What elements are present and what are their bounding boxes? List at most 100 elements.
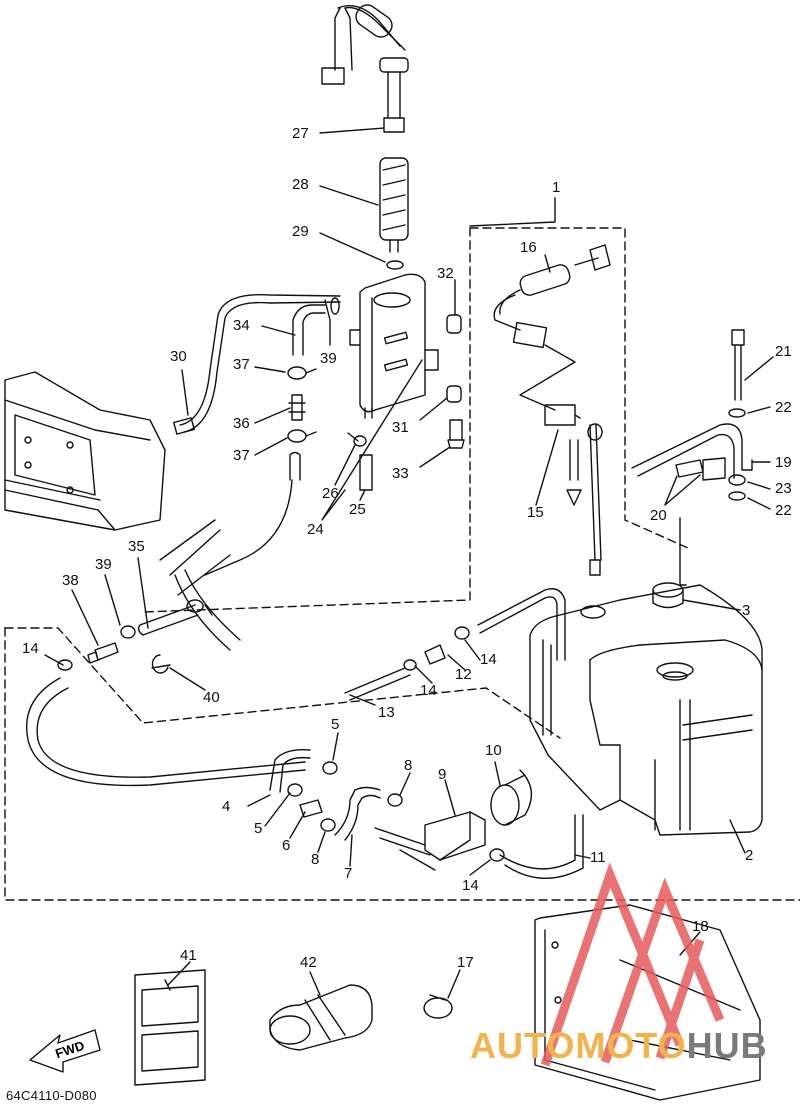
- callout-27: 27: [292, 125, 309, 142]
- washer-22-lower: [728, 491, 746, 501]
- fuel-filter-28: [379, 157, 409, 253]
- fwd-arrow-icon: [29, 1029, 101, 1073]
- callout-21: 21: [775, 343, 792, 360]
- callout-23: 23: [775, 480, 792, 497]
- hose-30: [179, 293, 341, 426]
- joint-36: [288, 394, 306, 421]
- fuel-pump-9: [374, 811, 486, 871]
- callout-30: 30: [170, 348, 187, 365]
- callout-29: 29: [292, 223, 309, 240]
- callout-12: 12: [455, 666, 472, 683]
- callout-42: 42: [300, 954, 317, 971]
- callout-16: 16: [520, 239, 537, 256]
- callout-25: 25: [349, 501, 366, 518]
- callout-20: 20: [650, 507, 667, 524]
- watermark-text-part1: AUTOMOTO: [470, 1025, 687, 1066]
- hose-11: [499, 814, 584, 879]
- drawing-code: 64C4110-D080: [6, 1088, 97, 1103]
- callout-15: 15: [527, 504, 544, 521]
- callout-39-lower: 39: [95, 556, 112, 573]
- tank-cap-3: [652, 582, 684, 609]
- callout-8-upper: 8: [404, 757, 413, 774]
- callout-14-right: 14: [480, 651, 497, 668]
- callout-37-upper: 37: [233, 356, 250, 373]
- sleeve-42: [269, 984, 373, 1051]
- callout-32: 32: [437, 265, 454, 282]
- engine-cover: [4, 371, 166, 531]
- callout-22-upper: 22: [775, 399, 792, 416]
- hose-upper-right: [477, 588, 566, 661]
- callout-11: 11: [590, 849, 606, 866]
- hose-35: [137, 604, 199, 636]
- cap-32: [446, 314, 462, 334]
- group-bracket-1: [469, 197, 556, 227]
- washer-23: [728, 474, 746, 486]
- callout-24: 24: [307, 521, 324, 538]
- callout-14-left: 14: [22, 640, 39, 657]
- bracket-19: [631, 423, 753, 479]
- callout-8-lower: 8: [311, 851, 320, 868]
- washer-22-upper: [728, 408, 746, 418]
- mount-lines: [159, 519, 241, 651]
- clip-39-upper: [324, 297, 340, 321]
- leader-lines: [44, 127, 774, 999]
- valve-25: [359, 454, 373, 491]
- watermark-text-part2: HUB: [686, 1025, 768, 1066]
- callout-1: 1: [552, 179, 561, 196]
- clip-40: [151, 654, 171, 674]
- callout-41: 41: [180, 947, 197, 964]
- hose-4: [269, 749, 311, 793]
- callout-40: 40: [203, 689, 220, 706]
- clip-39-lower: [120, 625, 136, 639]
- vapor-separator-24: [349, 273, 439, 419]
- hose-34: [292, 304, 326, 356]
- callout-3: 3: [742, 602, 751, 619]
- fuel-tank-2: [529, 584, 763, 836]
- cap-31: [446, 385, 462, 403]
- callout-17: 17: [457, 954, 474, 971]
- callout-10: 10: [485, 742, 502, 759]
- callout-13: 13: [378, 704, 395, 721]
- clip-17: [423, 994, 453, 1019]
- watermark-text: AUTOMOTOHUB: [470, 1025, 768, 1067]
- pad-20: [675, 457, 726, 481]
- callout-37-lower: 37: [233, 447, 250, 464]
- callout-14-mid: 14: [420, 682, 437, 699]
- callout-9: 9: [438, 766, 447, 783]
- fitting-6: [299, 799, 323, 818]
- callout-28: 28: [292, 176, 309, 193]
- callout-5-lower: 5: [254, 820, 263, 837]
- label-41: [134, 969, 206, 1086]
- callout-34: 34: [233, 317, 250, 334]
- sender-assembly-27: [321, 4, 409, 133]
- callout-5-upper: 5: [331, 716, 340, 733]
- callout-2: 2: [745, 847, 754, 864]
- bolt-33: [447, 419, 465, 449]
- clamp-37-lower: [287, 429, 307, 443]
- connector-38: [87, 642, 119, 664]
- assembly-boundary-dashed: [4, 227, 800, 901]
- clamp-37-upper: [287, 366, 307, 380]
- filter-10: [490, 769, 533, 826]
- callout-39-upper: 39: [320, 350, 337, 367]
- callout-26: 26: [322, 485, 339, 502]
- grommet-26: [347, 432, 367, 447]
- callout-36: 36: [233, 415, 250, 432]
- callout-7: 7: [344, 865, 353, 882]
- hose-13: [344, 667, 411, 701]
- callout-19: 19: [775, 454, 792, 471]
- callout-4: 4: [222, 798, 231, 815]
- bolt-21: [731, 329, 745, 401]
- watermark-logo: [540, 862, 725, 1067]
- hose-7: [334, 786, 381, 841]
- callout-14-lower: 14: [462, 877, 479, 894]
- callout-31: 31: [392, 419, 409, 436]
- callout-6: 6: [282, 837, 291, 854]
- callout-22-lower: 22: [775, 502, 792, 519]
- callout-38: 38: [62, 572, 79, 589]
- connector-12: [424, 644, 446, 665]
- callout-35: 35: [128, 538, 145, 555]
- callout-18: 18: [692, 918, 709, 935]
- o-ring-29: [386, 260, 404, 270]
